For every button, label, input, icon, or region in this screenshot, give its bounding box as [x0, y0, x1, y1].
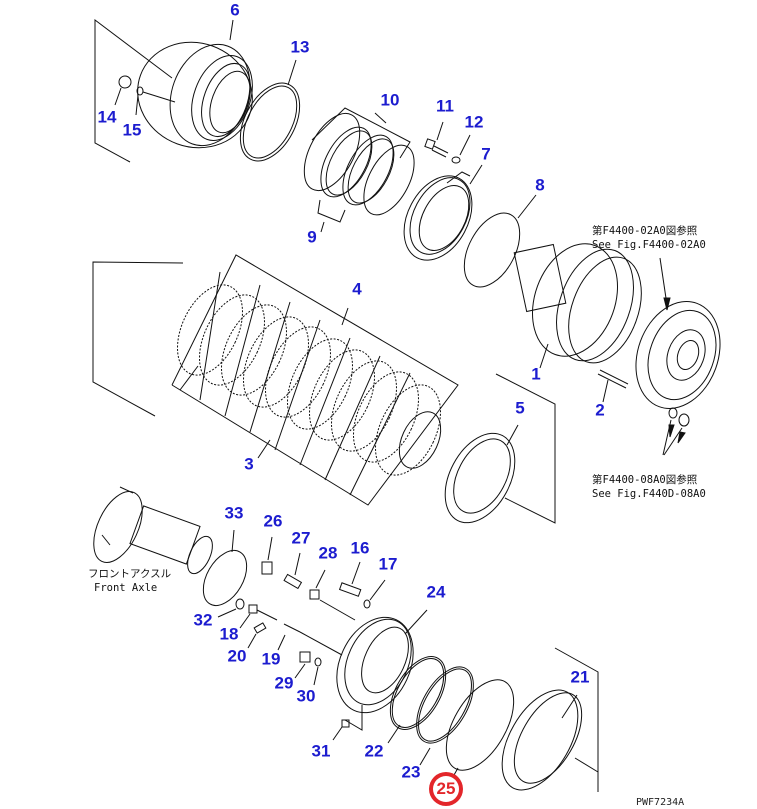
- front-axle: [93, 486, 213, 575]
- part-label-13[interactable]: 13: [290, 37, 310, 57]
- part-32-plug: [217, 598, 245, 618]
- reference-note-en-1: See Fig.F4400-02A0: [592, 239, 706, 251]
- part-5-disc: [444, 373, 556, 524]
- part-label-23[interactable]: 23: [401, 762, 421, 782]
- part-31-plug: [332, 705, 363, 741]
- part-21-ring: [501, 647, 599, 792]
- reference-note-en-2: See Fig.F440D-08A0: [592, 488, 706, 500]
- part-20-pin: [247, 622, 267, 649]
- part-13-ring: [239, 59, 301, 162]
- part-label-9[interactable]: 9: [307, 227, 317, 247]
- part-16-bolt: [338, 561, 362, 597]
- part-label-1[interactable]: 1: [531, 364, 541, 384]
- part-label-14[interactable]: 14: [97, 107, 117, 127]
- part-label-20[interactable]: 20: [227, 646, 247, 666]
- part-22-oring: [387, 656, 447, 744]
- part-label-27[interactable]: 27: [291, 528, 311, 548]
- part-label-4[interactable]: 4: [352, 279, 362, 299]
- front-axle-label-en: Front Axle: [94, 582, 158, 594]
- part-label-33[interactable]: 33: [224, 503, 244, 523]
- part-12-washer: [451, 134, 471, 164]
- highlighted-part-badge[interactable]: 25: [429, 772, 463, 806]
- part-15-pin: [135, 86, 176, 116]
- part-label-26[interactable]: 26: [263, 511, 283, 531]
- reference-note-jp-2: 第F4400-08A0図参照: [592, 474, 698, 486]
- drawing-code: PWF7234A: [636, 797, 685, 808]
- part-label-6[interactable]: 6: [230, 0, 240, 20]
- bracket-4-3-group: [92, 254, 459, 506]
- part-33-oring: [202, 529, 248, 606]
- part-label-18[interactable]: 18: [219, 624, 239, 644]
- reference-note-jp-1: 第F4400-02A0図参照: [592, 225, 698, 237]
- part-26-fitting: [261, 536, 273, 575]
- part-label-5[interactable]: 5: [515, 398, 525, 418]
- part-11-bolt: [424, 121, 449, 158]
- part-label-15[interactable]: 15: [122, 120, 142, 140]
- bracket-6-group: [94, 18, 173, 163]
- part-10-9-seal-group: [303, 107, 415, 233]
- part-label-12[interactable]: 12: [464, 112, 484, 132]
- part-label-11[interactable]: 11: [436, 96, 454, 116]
- part-label-31[interactable]: 31: [311, 741, 331, 761]
- part-label-17[interactable]: 17: [378, 554, 398, 574]
- part-label-2[interactable]: 2: [595, 400, 605, 420]
- part-17-washer: [363, 579, 386, 609]
- part-label-8[interactable]: 8: [535, 175, 545, 195]
- part-label-25: 25: [433, 776, 459, 802]
- part-6-housing: [137, 19, 253, 149]
- front-axle-label-jp: フロントアクスル: [88, 568, 172, 580]
- part-label-29[interactable]: 29: [274, 673, 294, 693]
- part-30-plug: [313, 657, 322, 686]
- part-18-bolt: [239, 604, 278, 629]
- part-label-3[interactable]: 3: [244, 454, 254, 474]
- part-27-fitting: [283, 552, 303, 590]
- part-label-28[interactable]: 28: [318, 543, 338, 563]
- part-29-fitting: [294, 651, 311, 679]
- part-3-4-clutch-plates: [177, 284, 441, 476]
- part-label-24[interactable]: 24: [426, 582, 446, 602]
- part-7-piston: [403, 164, 483, 261]
- part-label-7[interactable]: 7: [481, 144, 491, 164]
- reference-assembly-f4400-02a0: [635, 257, 721, 456]
- part-label-19[interactable]: 19: [261, 649, 281, 669]
- part-label-22[interactable]: 22: [364, 741, 384, 761]
- part-23-oring: [416, 666, 474, 766]
- part-24-cage: [336, 609, 428, 714]
- part-3-inner-ring: [398, 411, 442, 469]
- part-label-21[interactable]: 21: [570, 667, 590, 687]
- part-8-oring: [463, 194, 537, 288]
- part-2-bolt: [597, 369, 629, 403]
- part-19-pin: [277, 623, 343, 656]
- part-14-nut: [114, 75, 132, 106]
- part-label-16[interactable]: 16: [350, 538, 370, 558]
- part-28-fitting: [309, 569, 356, 621]
- part-label-10[interactable]: 10: [380, 90, 400, 110]
- part-1-carrier: [513, 243, 642, 369]
- part-label-32[interactable]: 32: [193, 610, 213, 630]
- part-label-30[interactable]: 30: [296, 686, 316, 706]
